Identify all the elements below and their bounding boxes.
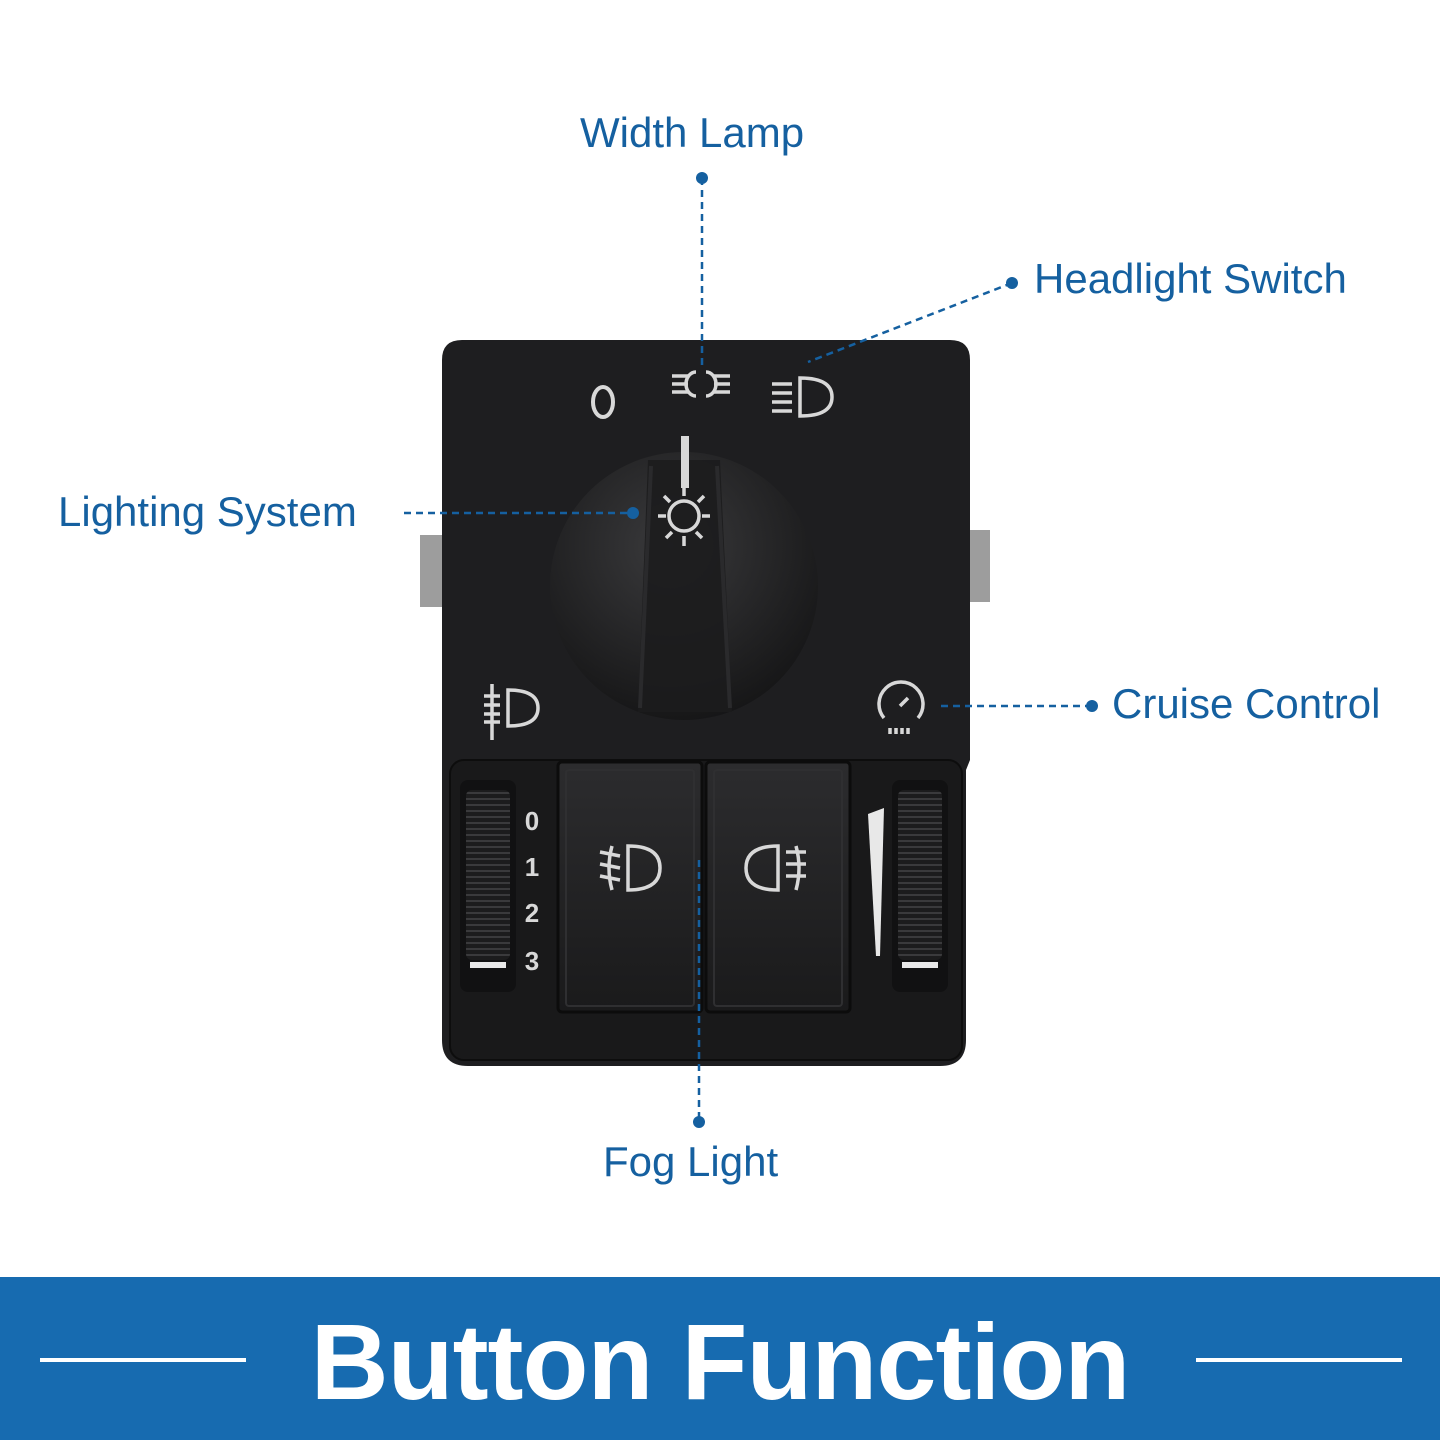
front-fog-light-icon (599, 844, 662, 892)
dimmer-scale-2: 2 (525, 898, 539, 928)
headlight-range-icon (484, 684, 540, 740)
leader-lines (404, 178, 1092, 1122)
headlight-icon (772, 376, 834, 418)
label-fog-light: Fog Light (603, 1138, 779, 1185)
lighting-knob[interactable] (550, 436, 818, 720)
width-lamp-icon (672, 370, 730, 398)
cruise-control-icon (877, 680, 925, 734)
switch-diagram: 0 1 2 3 (404, 172, 1098, 1128)
cruise-wheel[interactable] (892, 780, 948, 992)
dimmer-scale: 0 1 2 3 (525, 806, 539, 976)
dimmer-wheel[interactable] (460, 780, 516, 992)
title-banner: Button Function (0, 1277, 1440, 1440)
rear-fog-light-icon (744, 844, 806, 892)
off-position-mark (591, 385, 615, 419)
banner-title: Button Function (310, 1301, 1131, 1422)
dimmer-scale-0: 0 (525, 806, 539, 836)
label-cruise-control: Cruise Control (1112, 680, 1381, 727)
front-fog-button[interactable] (556, 760, 704, 1014)
banner-rule-right (1196, 1358, 1402, 1362)
knob-position-label: 0 (596, 386, 597, 387)
label-lighting-system: Lighting System (58, 488, 357, 535)
dimmer-scale-3: 3 (525, 946, 539, 976)
label-headlight-switch: Headlight Switch (1034, 255, 1347, 302)
dimmer-scale-1: 1 (525, 852, 539, 882)
leader-dots (627, 172, 1098, 1128)
level-wedge (868, 808, 884, 956)
label-width-lamp: Width Lamp (580, 109, 805, 156)
light-bulb-icon (658, 486, 710, 546)
left-metal-clip (420, 535, 444, 607)
banner-rule-left (40, 1358, 246, 1362)
knob-pointer (681, 436, 689, 488)
